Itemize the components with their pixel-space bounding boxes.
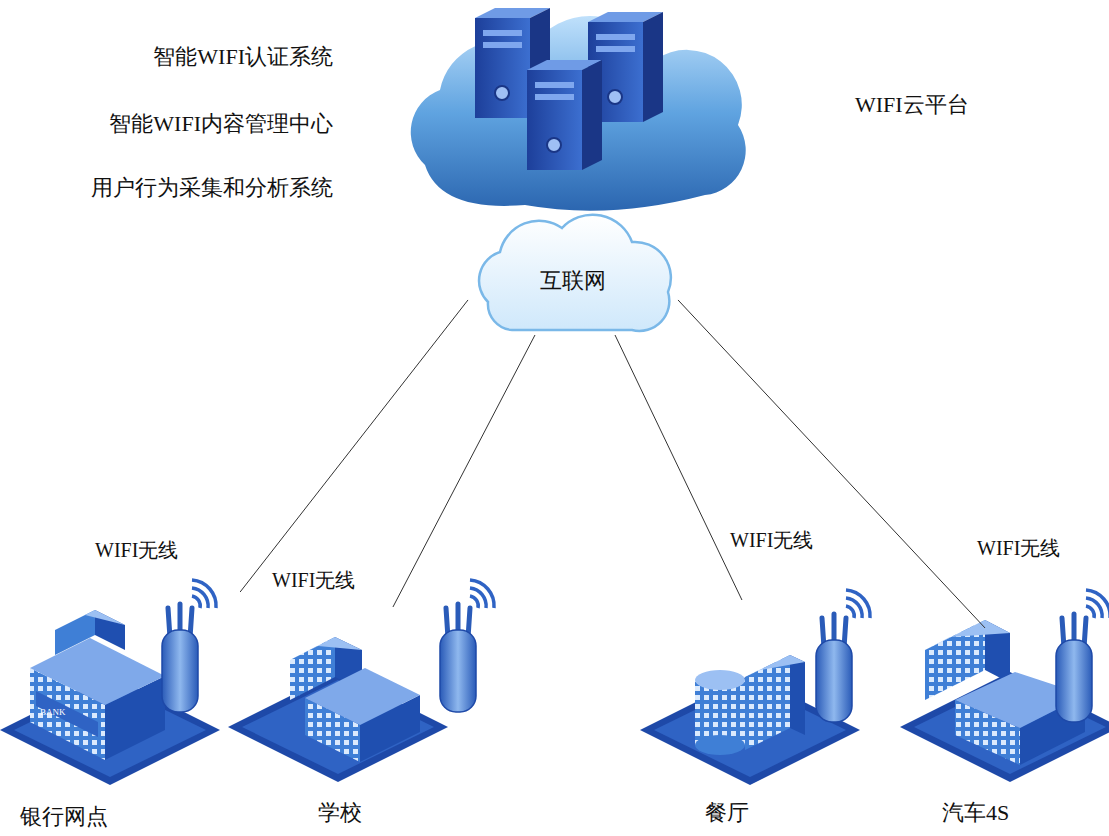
- site-node: WIFI无线餐厅: [650, 600, 870, 828]
- connector-line: [615, 335, 742, 600]
- site-caption: 银行网点: [20, 804, 108, 830]
- connector-line: [678, 300, 985, 628]
- site-caption: 学校: [318, 800, 362, 826]
- platform-label: WIFI云平台: [855, 92, 969, 118]
- wifi-label: WIFI无线: [93, 538, 180, 562]
- cloud-platform: WIFI云平台: [390, 40, 973, 210]
- connector-line: [240, 300, 468, 592]
- wifi-access-point: [162, 580, 216, 712]
- system-label: 用户行为采集和分析系统: [91, 175, 333, 201]
- site-caption: 餐厅: [705, 800, 749, 826]
- wifi-access-point: [816, 590, 870, 722]
- internet-label: 互联网: [540, 268, 606, 294]
- cloud-shape: [479, 215, 671, 331]
- wifi-label: WIFI无线: [728, 528, 815, 552]
- site-node: WIFI无线学校: [262, 607, 412, 828]
- site-caption: 汽车4S: [942, 800, 1009, 826]
- server-icon: [527, 60, 602, 170]
- connector-line: [393, 335, 535, 607]
- wifi-label: WIFI无线: [975, 536, 1062, 560]
- cloud-shape: [411, 16, 746, 211]
- site-node: WIFI无线汽车4S: [900, 628, 1105, 828]
- bank-sign: BANK: [40, 707, 66, 718]
- school-building: [228, 637, 448, 782]
- internet-cloud: 互联网: [468, 215, 678, 335]
- wifi-label: WIFI无线: [270, 568, 357, 592]
- system-label: 智能WIFI认证系统: [153, 44, 333, 70]
- wifi-access-point: [1056, 590, 1109, 722]
- system-label: 智能WIFI内容管理中心: [109, 111, 333, 137]
- wifi-access-point: [440, 580, 494, 712]
